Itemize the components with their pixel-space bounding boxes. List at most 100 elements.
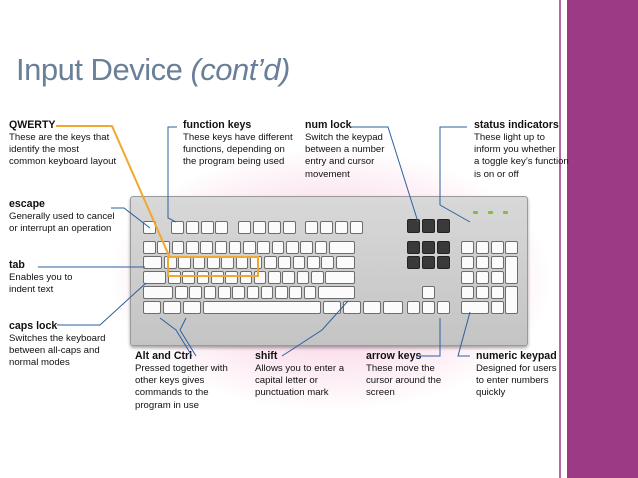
callout-line: between a number [305,144,385,156]
callout-numeric-keypad: numeric keypad Designed for users to ent… [476,350,557,400]
callout-heading: status indicators [474,119,559,131]
keyboard-key [228,241,242,254]
keyboard-key [168,271,181,284]
keyboard-key [321,256,334,269]
callout-line: identify the most [9,144,79,156]
leader-function-keys [167,126,177,223]
keyboard-key [143,286,174,299]
keyboard-key [407,256,420,269]
keyboard-key [422,301,435,314]
keyboard-key [200,241,213,254]
callout-status-indicators: status indicators These light up to info… [474,119,569,181]
status-light [473,211,478,214]
keyboard-key [232,286,245,299]
keyboard-key [349,221,363,234]
leader-qwerty [56,125,171,259]
callout-line: Pressed together with [135,363,228,374]
keyboard-key [143,241,156,254]
keyboard-key [239,271,253,284]
keyboard-key [282,271,296,284]
keyboard-key [422,241,435,254]
callout-tab: tab Enables you to indent text [9,259,72,296]
keyboard-key [325,271,355,284]
callout-line: inform you whether [474,144,556,156]
keyboard-key [323,301,342,314]
callout-line: capital letter or [255,375,318,387]
keyboard-key [490,286,504,299]
keyboard-key [246,286,260,299]
leader-escape [111,207,151,229]
callout-num-lock: num lock Switch the keypad between a num… [305,119,384,181]
leader-numeric-keypad [457,311,471,357]
keyboard-key [300,241,313,254]
keyboard-illustration [130,196,528,346]
keyboard-key [422,286,435,299]
leader-status-indicators [439,126,471,223]
callout-line: screen [366,387,395,399]
leader-num-lock [350,126,419,223]
keyboard-key [143,256,163,269]
callout-line: is on or off [474,168,519,180]
callout-heading: function keys [183,119,252,131]
callout-line: cursor around the [366,375,442,387]
keyboard-key [257,241,271,254]
keyboard-key [196,271,210,284]
callout-line: Enables you to [9,272,73,283]
title-sub: (cont’d) [190,52,290,87]
callout-function-keys: function keys These keys have different … [183,119,293,169]
callout-line: These keys have different [183,132,293,143]
keyboard-key [490,271,504,284]
keyboard-key [289,286,303,299]
keyboard-key [171,241,185,254]
callout-caps-lock: caps lock Switches the keyboard between … [9,320,106,370]
callout-qwerty: QWERTY These are the keys that identify … [9,119,116,169]
callout-line: These are the keys that [9,132,110,143]
keyboard-key [343,301,362,314]
keyboard-key [238,221,252,234]
callout-line: between all-caps and [9,345,100,357]
keyboard-key [311,271,324,284]
leader-alt-ctrl [159,317,193,357]
keyboard-key [183,301,202,314]
keyboard-key [203,286,217,299]
keyboard-key [200,221,214,234]
keyboard-key [461,241,474,254]
keyboard-key [407,219,420,233]
keyboard-key [407,241,420,254]
callout-heading: Alt and Ctrl [135,350,193,362]
callout-line: normal modes [9,357,70,369]
callout-line: These move the [366,363,435,374]
keyboard-key [335,256,355,269]
keyboard-key [210,271,224,284]
status-light [488,211,493,214]
callout-heading: arrow keys [366,350,422,362]
keyboard-key [490,256,504,269]
keyboard-key [264,256,277,269]
callout-line: Generally used to cancel [9,211,115,222]
leader-arrow-keys [416,318,441,357]
keyboard-key [437,256,450,269]
callout-line: punctuation mark [255,387,329,399]
keyboard-key [307,256,320,269]
callout-arrow-keys: arrow keys These move the cursor around … [366,350,441,400]
keyboard-key [215,221,229,234]
keyboard-key [505,241,519,254]
leader-caps-lock [57,282,147,326]
callout-line: or interrupt an operation [9,223,112,235]
keyboard-key [461,271,474,284]
keyboard-key [490,301,504,314]
callout-heading: caps lock [9,320,58,332]
callout-heading: num lock [305,119,352,131]
callout-heading: QWERTY [9,119,56,131]
callout-line: Switch the keypad [305,132,383,143]
keyboard-key [383,301,404,314]
keyboard-key [461,286,474,299]
callout-line: indent text [9,284,54,296]
keyboard-key [286,241,299,254]
keyboard-key [143,301,162,314]
keyboard-key [303,286,317,299]
slide-title: Input Device (cont’d) [16,52,290,88]
keyboard-key [422,256,435,269]
keyboard-key [175,286,188,299]
keyboard-key [292,256,306,269]
